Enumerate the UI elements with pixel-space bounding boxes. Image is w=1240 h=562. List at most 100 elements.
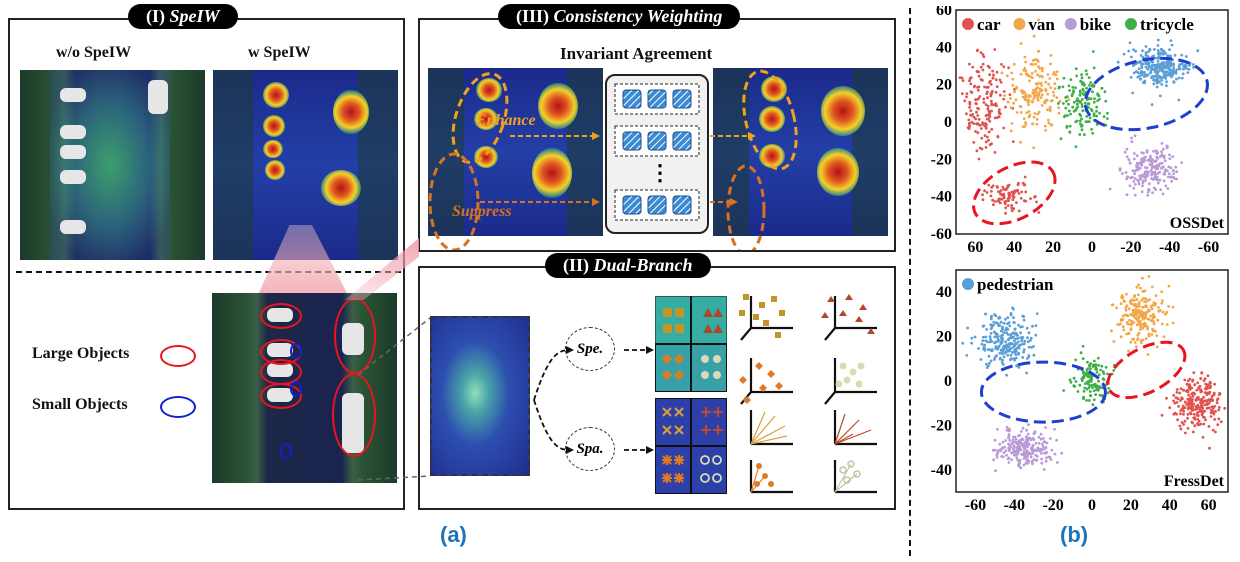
point-car [968, 100, 972, 104]
point-car [1182, 412, 1185, 416]
point-tricycle [1065, 126, 1069, 129]
point-van [1144, 337, 1148, 341]
spa-ring-distribution [833, 460, 877, 494]
point-pedestrian [1000, 329, 1003, 333]
point-bike [1150, 177, 1153, 181]
point-car [1004, 206, 1008, 210]
legend-large-ring [160, 345, 196, 367]
point-car [1188, 411, 1192, 415]
point-van [1151, 327, 1154, 331]
point-van [1167, 284, 1171, 288]
point-bike [1031, 462, 1034, 466]
point-pedestrian [982, 347, 985, 351]
point-tricycle [1092, 389, 1096, 393]
point-pedestrian [1012, 321, 1016, 325]
point-pedestrian [1160, 69, 1164, 72]
point-pedestrian [1146, 50, 1150, 54]
point-car [974, 130, 977, 133]
point-car [1190, 399, 1194, 403]
point-tricycle [1074, 67, 1078, 71]
point-tricycle [1072, 100, 1076, 104]
point-car [1207, 398, 1210, 402]
point-pedestrian [985, 362, 988, 366]
point-bike [1044, 446, 1048, 450]
point-bike [1027, 443, 1031, 446]
heatmap-without-speiw [20, 70, 205, 260]
point-car [1192, 412, 1196, 416]
point-bike [1060, 451, 1064, 455]
point-bike [1164, 184, 1168, 188]
point-van [1146, 353, 1150, 356]
x-tick-label: -20 [1042, 497, 1063, 514]
point-car [974, 117, 977, 121]
point-van [1033, 112, 1037, 115]
point-car [995, 104, 998, 108]
point-car [985, 113, 989, 117]
point-van [1153, 315, 1157, 319]
point-car [968, 62, 971, 66]
point-bike [1134, 169, 1137, 173]
point-van [1139, 286, 1142, 290]
spa-plus-distribution [833, 410, 877, 446]
point-tricycle [1093, 97, 1096, 100]
point-car [1209, 415, 1213, 418]
cluster-pedestrian [1116, 38, 1200, 106]
point-car [1196, 381, 1200, 385]
point-bike [1028, 451, 1031, 455]
point-pedestrian [1130, 55, 1133, 59]
point-bike [1004, 449, 1008, 453]
point-bike [1025, 459, 1029, 462]
point-pedestrian [1014, 353, 1018, 356]
point-van [1146, 317, 1150, 321]
point-tricycle [1107, 387, 1111, 390]
point-bike [1037, 441, 1041, 445]
point-tricycle [1073, 385, 1076, 388]
point-pedestrian [1157, 63, 1160, 66]
point-bike [1152, 149, 1155, 153]
point-bike [1026, 441, 1029, 444]
point-pedestrian [1134, 49, 1137, 53]
point-pedestrian [1016, 363, 1020, 367]
suppress-ellipse-after [726, 164, 766, 250]
point-car [1195, 388, 1199, 392]
point-pedestrian [1008, 336, 1012, 340]
point-van [1031, 88, 1035, 92]
point-bike [1011, 446, 1015, 450]
point-bike [1133, 193, 1137, 197]
point-van [1151, 312, 1155, 316]
point-van [1161, 310, 1165, 314]
legend-label-bike: bike [1080, 15, 1112, 34]
point-pedestrian [1009, 353, 1013, 357]
point-pedestrian [999, 348, 1003, 352]
point-van [1129, 340, 1133, 344]
point-car [1211, 428, 1215, 432]
point-pedestrian [1168, 62, 1171, 66]
point-car [1187, 393, 1190, 397]
point-bike [1141, 179, 1145, 183]
point-tricycle [1068, 378, 1072, 382]
point-tricycle [1099, 368, 1102, 372]
point-van [1028, 113, 1032, 117]
point-pedestrian [1034, 324, 1038, 327]
point-car [969, 82, 973, 86]
highlight-ellipse-blue [1083, 56, 1209, 132]
point-car [984, 122, 987, 125]
point-pedestrian [992, 323, 995, 327]
point-car [970, 120, 974, 124]
point-bike [1017, 464, 1021, 468]
point-van [1055, 70, 1059, 73]
point-car [1016, 189, 1020, 193]
point-bike [1131, 175, 1134, 179]
point-car [998, 197, 1002, 201]
point-tricycle [1069, 78, 1073, 81]
point-van [1023, 66, 1027, 70]
point-pedestrian [981, 324, 985, 328]
point-car [969, 109, 973, 112]
point-pedestrian [970, 341, 973, 345]
suppress-label: Suppress [452, 203, 512, 220]
point-van [1036, 96, 1039, 100]
point-bike [1140, 190, 1144, 194]
point-van [1149, 314, 1152, 318]
point-van [1144, 304, 1148, 308]
